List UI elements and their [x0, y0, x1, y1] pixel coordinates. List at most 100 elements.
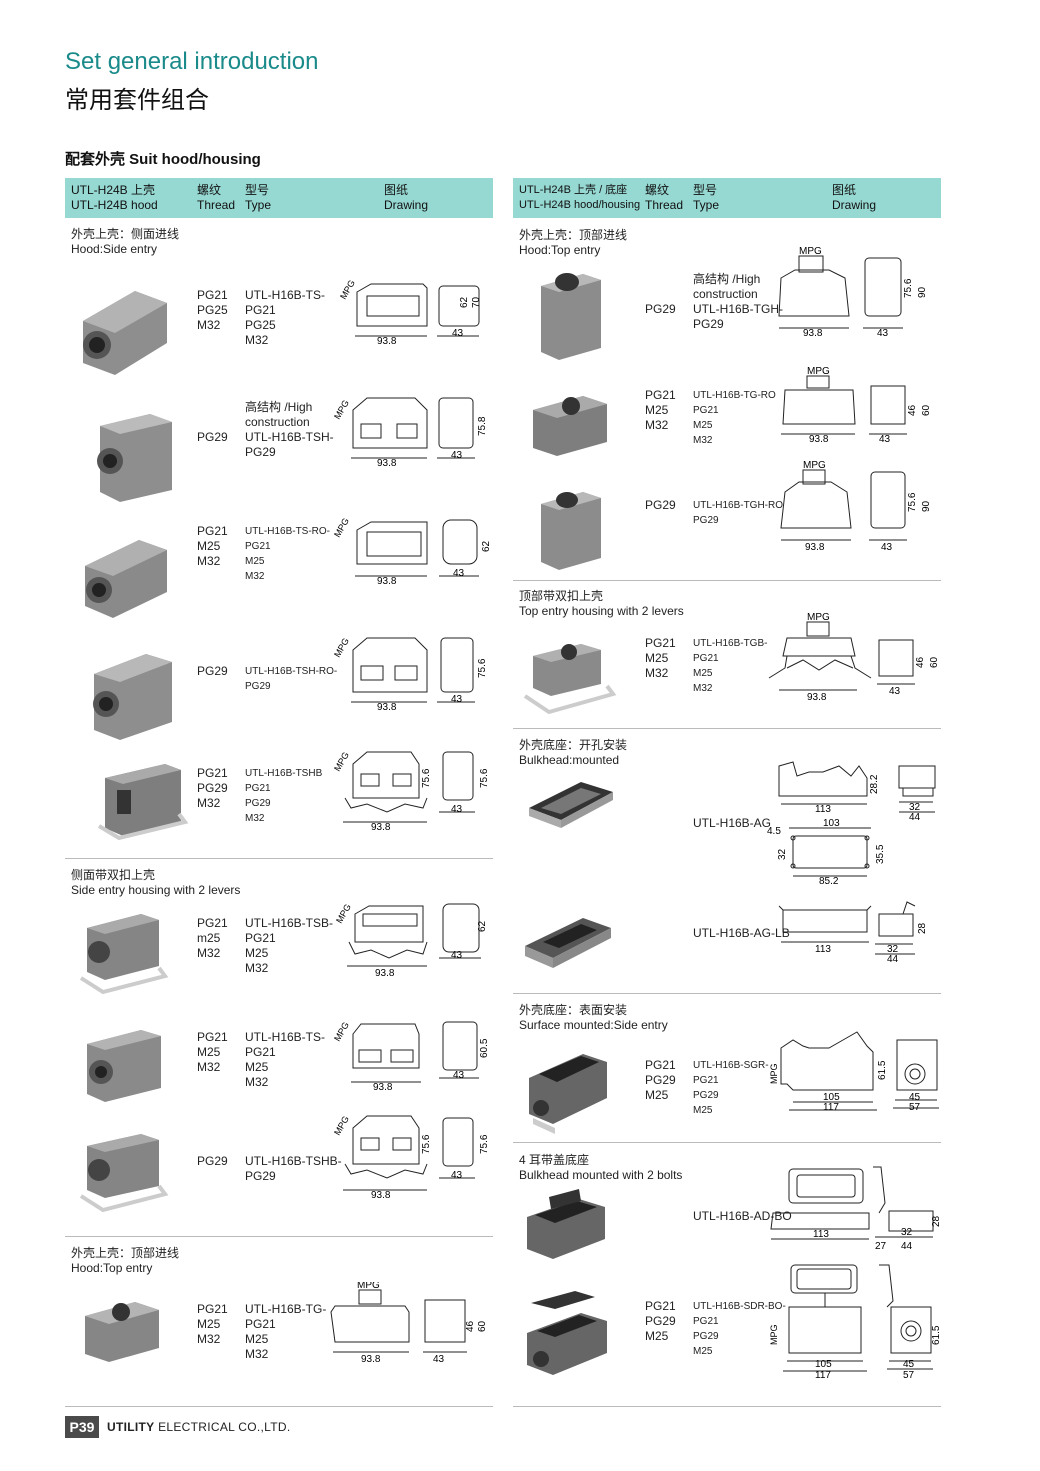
divider: [513, 1406, 941, 1407]
dim-depth: 43: [433, 1354, 445, 1365]
drawing-surface-view: MPG 105 117 61.5 45 57: [769, 1031, 939, 1113]
mpg-label: MPG: [334, 902, 353, 925]
subheading-en: Bulkhead:mounted: [519, 753, 620, 767]
dim-lid: 27: [875, 1241, 887, 1252]
dim-width: 93.8: [371, 1190, 391, 1201]
thread-list: PG29: [197, 430, 228, 444]
drawing-bulkhead-view: 113 27 32 44 28: [770, 1166, 941, 1252]
dim-depth-total: 57: [903, 1370, 915, 1381]
dim-width: 93.8: [809, 434, 829, 445]
subheading-cn: 顶部带双扣上壳: [519, 589, 604, 603]
dim-depth: 43: [451, 1170, 463, 1181]
dim-depth: 45: [903, 1359, 915, 1370]
drawing-side-view: 93.8 43 62 70 MPG: [338, 278, 482, 346]
thread-list: PG21 PG29 M25: [645, 1058, 676, 1102]
dim-depth-inner: 32: [909, 802, 921, 813]
dim-depth-total: 57: [909, 1102, 921, 1113]
dim-height: 75.6: [421, 768, 432, 788]
product-photo: [525, 918, 611, 968]
dim-height-total: 60: [477, 1320, 488, 1332]
type-list: 高结构 /High construction UTL-H16B-TSH- PG2…: [245, 400, 334, 459]
product-photo: [85, 1302, 159, 1362]
dim-height: 62: [477, 920, 488, 932]
dim-width: 113: [815, 804, 831, 815]
type-list: UTL-H16B-SDR-BO- PG21 PG29 M25: [693, 1301, 786, 1357]
divider: [513, 993, 941, 994]
header-type-cn: 型号: [693, 183, 718, 197]
product-row: UTL-H16B-AG 113 28.2 32 44 103 4.5 32 35…: [513, 758, 941, 888]
dim-width: 93.8: [803, 328, 823, 339]
thread-list: PG21 M25 M32: [197, 524, 228, 568]
divider: [65, 858, 493, 859]
dim-width: 113: [815, 944, 831, 955]
thread-list: PG21 PG29 M32: [197, 766, 228, 810]
dim-depth: 43: [451, 450, 463, 461]
header-thread-en: Thread: [197, 198, 236, 212]
left-column: UTL-H24B 上壳 UTL-H24B hood 螺纹 Thread 型号 T…: [65, 178, 493, 1408]
mpg-label: MPG: [807, 612, 830, 623]
mpg-label: MPG: [332, 1114, 351, 1137]
type-list: UTL-H16B-TS- PG21 M25 M32: [245, 1030, 326, 1089]
dim-cutout-height: 32: [777, 848, 788, 860]
header-drawing-cn: 图纸: [832, 183, 857, 197]
left-table-header: UTL-H24B 上壳 UTL-H24B hood 螺纹 Thread 型号 T…: [65, 178, 493, 218]
dim-depth: 44: [901, 1241, 913, 1252]
type-list: UTL-H16B-TSHB- PG29: [245, 1154, 342, 1183]
subheading-cn: 外壳底座：表面安装: [519, 1003, 628, 1017]
dim-width: 93.8: [377, 702, 397, 712]
subheading-cn: 外壳底座：开孔安装: [519, 738, 628, 752]
drawing-front-view: 93.8 43 75.6 75.6 MPG: [332, 750, 490, 833]
product-row: PG21 PG29 M25 UTL-H16B-SGR- PG21 PG29 M2…: [513, 1028, 941, 1138]
product-photo: [523, 644, 617, 715]
dim-height-total: 70: [471, 296, 482, 308]
subheading-cn: 外壳上壳：顶部进线: [71, 1246, 180, 1260]
mpg-label: MPG: [338, 278, 357, 301]
dim-height: 28.2: [869, 774, 880, 794]
dim-height-total: 60: [921, 404, 932, 416]
dim-width: 93.8: [371, 822, 391, 833]
thread-list: PG21 M25 M32: [645, 636, 676, 680]
dim-hole-width: 85.2: [819, 876, 839, 887]
subheading-en: Hood:Top entry: [519, 243, 601, 257]
dim-depth: 44: [909, 812, 921, 823]
left-sub3: 外壳上壳：顶部进线 Hood:Top entry: [71, 1246, 179, 1276]
product-photo: [85, 540, 167, 618]
product-row: PG29 UTL-H16B-TGH-RO PG29 MPG 93.8 43 75…: [513, 460, 941, 576]
type-list: UTL-H16B-SGR- PG21 PG29 M25: [693, 1060, 769, 1116]
dim-height-total: 90: [917, 286, 928, 298]
dim-height: 75.6: [421, 1134, 432, 1154]
product-photo: [79, 1134, 169, 1213]
product-photo: [527, 1189, 605, 1259]
dim-height: 61.5: [877, 1060, 888, 1080]
drawing-front-view: MPG 93.8 43 46 60: [781, 366, 932, 445]
header-model-cn: UTL-H24B 上壳: [71, 183, 156, 197]
product-photo: [97, 414, 172, 502]
header-thread-cn: 螺纹: [197, 183, 222, 197]
right-sub1: 外壳上壳：顶部进线 Hood:Top entry: [519, 228, 627, 258]
product-row: PG21 M25 M32 UTL-H16B-TS- PG21 M25 M32 9…: [65, 1018, 493, 1118]
type-list: UTL-H16B-AG-LB: [693, 926, 790, 940]
product-row: UTL-H16B-AD-BO 113 27 32 44 28: [513, 1163, 941, 1263]
header-type-en: Type: [693, 198, 720, 212]
product-row: PG29 UTL-H16B-TSHB- PG29 93.8 43 75.6 75…: [65, 1114, 493, 1228]
header-thread-en: Thread: [645, 198, 684, 212]
dim-height: 61.5: [931, 1325, 941, 1345]
type-list: UTL-H16B-TSH-RO- PG29: [245, 666, 338, 692]
product-row: PG21 M25 M32 UTL-H16B-TS-RO- PG21 M25 M3…: [65, 516, 493, 636]
dim-depth: 44: [887, 954, 899, 965]
dim-width: 93.8: [377, 576, 397, 586]
dim-width-total: 117: [815, 1370, 831, 1381]
dim-height: 62: [481, 540, 492, 552]
header-model-en: UTL-H24B hood/housing: [519, 199, 641, 211]
dim-height: 75.6: [907, 492, 918, 512]
drawing-side-view: 93.8 43 62 MPG: [332, 516, 492, 586]
product-row: PG21 M25 M32 UTL-H16B-TGB- PG21 M25 M32 …: [513, 612, 941, 726]
page-title-en: Set general introduction: [65, 48, 319, 75]
type-list: UTL-H16B-TG-RO PG21 M25 M32: [693, 390, 776, 446]
page-number-badge: P39: [65, 1416, 99, 1438]
header-model-cn: UTL-H24B 上壳 / 底座: [519, 184, 628, 196]
product-photo: [87, 1030, 161, 1102]
product-row: PG21 PG29 M25 UTL-H16B-SDR-BO- PG21 PG29…: [513, 1264, 941, 1393]
product-photo: [529, 782, 613, 828]
type-list: UTL-H16B-TSHB PG21 PG29 M32: [245, 768, 323, 824]
